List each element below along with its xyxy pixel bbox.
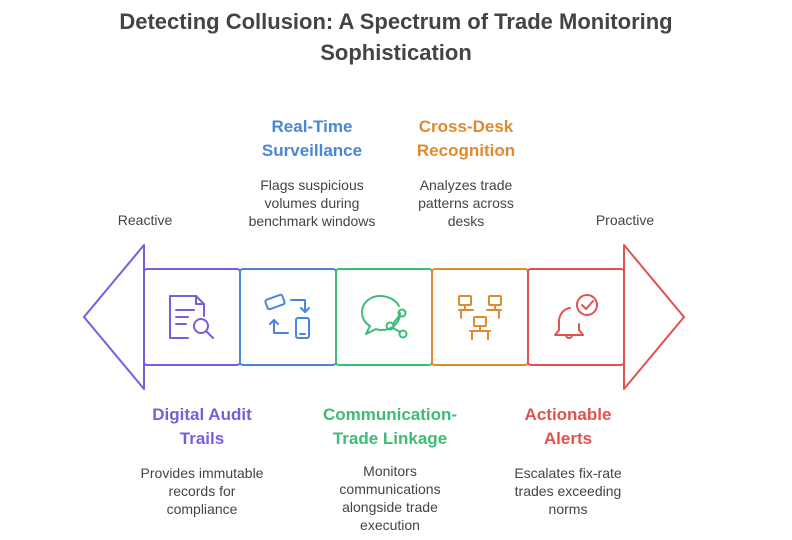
chat-share-icon bbox=[361, 295, 408, 339]
stage-4-heading: Cross-Desk Recognition bbox=[416, 117, 516, 160]
stage-1-description: Provides immutable records for complianc… bbox=[140, 465, 264, 517]
stage-3-box bbox=[335, 268, 433, 366]
left-arrowhead bbox=[83, 244, 145, 390]
stage-5-box bbox=[527, 268, 625, 366]
stage-5-description: Escalates fix-rate trades exceeding norm… bbox=[514, 465, 622, 517]
stage-2-box bbox=[239, 268, 337, 366]
document-search-icon bbox=[169, 295, 214, 339]
right-arrowhead bbox=[623, 244, 685, 390]
desks-network-icon bbox=[458, 295, 502, 340]
stage-5-heading: Actionable Alerts bbox=[524, 405, 612, 448]
stage-4-description: Analyzes trade patterns across desks bbox=[418, 177, 514, 229]
stage-1-box bbox=[143, 268, 241, 366]
title-line-1: Detecting Collusion: A Spectrum of Trade… bbox=[119, 9, 673, 34]
proactive-label: Proactive bbox=[595, 212, 655, 228]
page-title: Detecting Collusion: A Spectrum of Trade… bbox=[0, 6, 792, 68]
title-line-2: Sophistication bbox=[320, 40, 472, 65]
stage-2-heading: Real-Time Surveillance bbox=[261, 117, 363, 160]
reactive-label: Reactive bbox=[117, 212, 173, 228]
stage-3-heading: Communication- Trade Linkage bbox=[322, 405, 458, 448]
stage-2-description: Flags suspicious volumes during benchmar… bbox=[248, 177, 376, 229]
device-sync-icon bbox=[264, 293, 310, 339]
stage-3-description: Monitors communications alongside trade … bbox=[339, 463, 441, 533]
bell-check-icon bbox=[554, 294, 598, 339]
stage-1-heading: Digital Audit Trails bbox=[152, 405, 252, 448]
